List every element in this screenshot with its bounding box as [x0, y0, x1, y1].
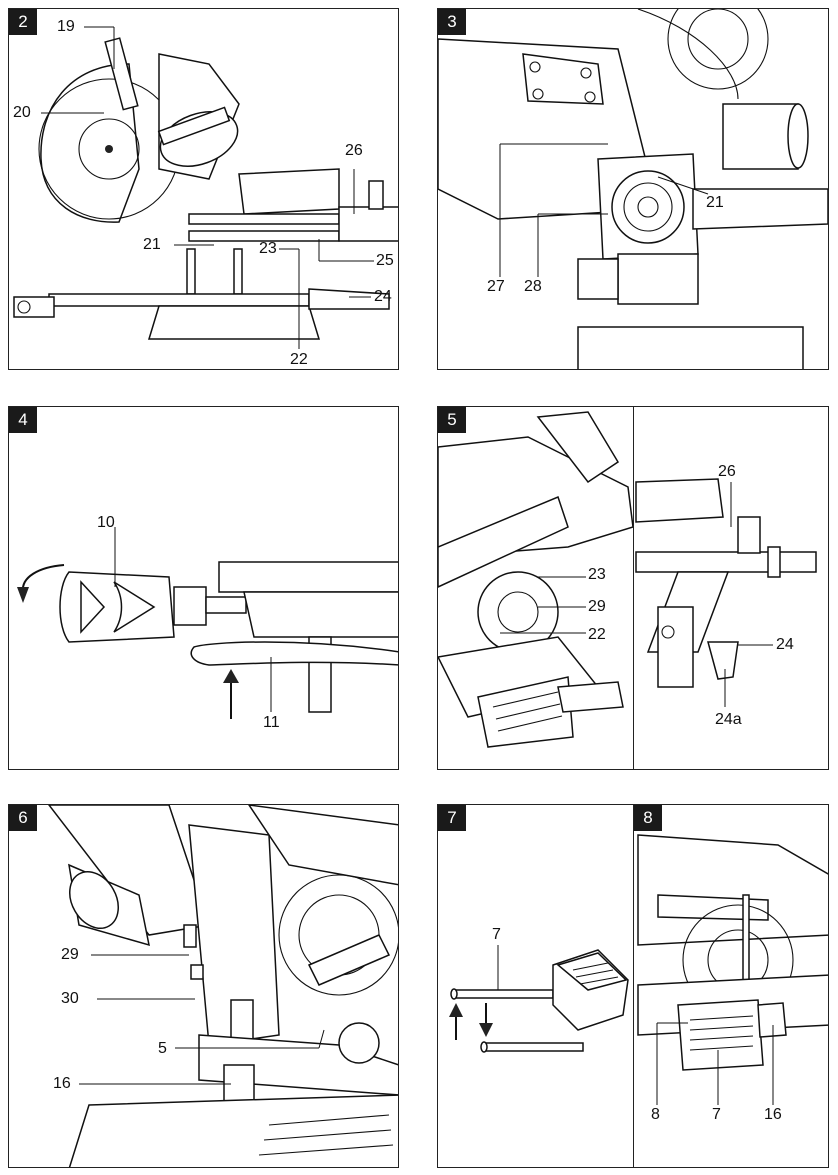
callout-label: 10	[97, 514, 115, 531]
figure-7-8-illustration	[449, 834, 828, 1105]
figure-5-panel: 5 23 29 22 26 24 24a	[437, 406, 829, 770]
figure-number: 5	[438, 407, 466, 433]
callout-label: 7	[712, 1106, 721, 1123]
sub-figure-divider	[633, 407, 634, 769]
figure-number: 8	[634, 805, 662, 831]
callout-label: 29	[61, 946, 79, 963]
figure-number: 4	[9, 407, 37, 433]
callout-label: 8	[651, 1106, 660, 1123]
callout-label: 5	[158, 1040, 167, 1057]
callout-label: 24	[776, 636, 794, 653]
figure-3-panel: 3 21 27 28	[437, 8, 829, 370]
callout-label: 23	[259, 240, 277, 257]
figure-4-illustration	[17, 527, 398, 719]
figure-2-panel: 2 19 20 26 21	[8, 8, 399, 370]
callout-label: 27	[487, 278, 505, 295]
figure-number: 7	[438, 805, 466, 831]
callout-label: 24	[374, 288, 392, 305]
figure-7-8-panel: 7 8 7 8 7 16	[437, 804, 829, 1168]
figure-number: 3	[438, 9, 466, 35]
callout-label: 26	[345, 142, 363, 159]
callout-label: 16	[764, 1106, 782, 1123]
figure-4-panel: 4 10 11	[8, 406, 399, 770]
figure-2-illustration	[13, 26, 398, 349]
figure-6-illustration	[48, 805, 398, 1167]
figure-number: 6	[9, 805, 37, 831]
callout-label: 28	[524, 278, 542, 295]
callout-label: 23	[588, 566, 606, 583]
callout-label: 26	[718, 463, 736, 480]
figure-3-illustration	[438, 9, 828, 369]
callout-label: 22	[290, 351, 308, 368]
figure-number: 2	[9, 9, 37, 35]
callout-label: 24a	[715, 711, 742, 728]
callout-label: 19	[57, 18, 75, 35]
callout-label: 29	[588, 598, 606, 615]
callout-label: 21	[143, 236, 161, 253]
figure-6-panel: 6 29 30 5 16	[8, 804, 399, 1168]
sub-figure-divider	[633, 805, 634, 1167]
callout-label: 30	[61, 990, 79, 1007]
callout-label: 22	[588, 626, 606, 643]
callout-label: 16	[53, 1075, 71, 1092]
callout-label: 11	[263, 714, 280, 731]
callout-label: 20	[13, 104, 31, 121]
callout-label: 25	[376, 252, 394, 269]
callout-label: 21	[706, 194, 724, 211]
callout-label: 7	[492, 926, 501, 943]
figure-5-illustration	[438, 411, 817, 748]
